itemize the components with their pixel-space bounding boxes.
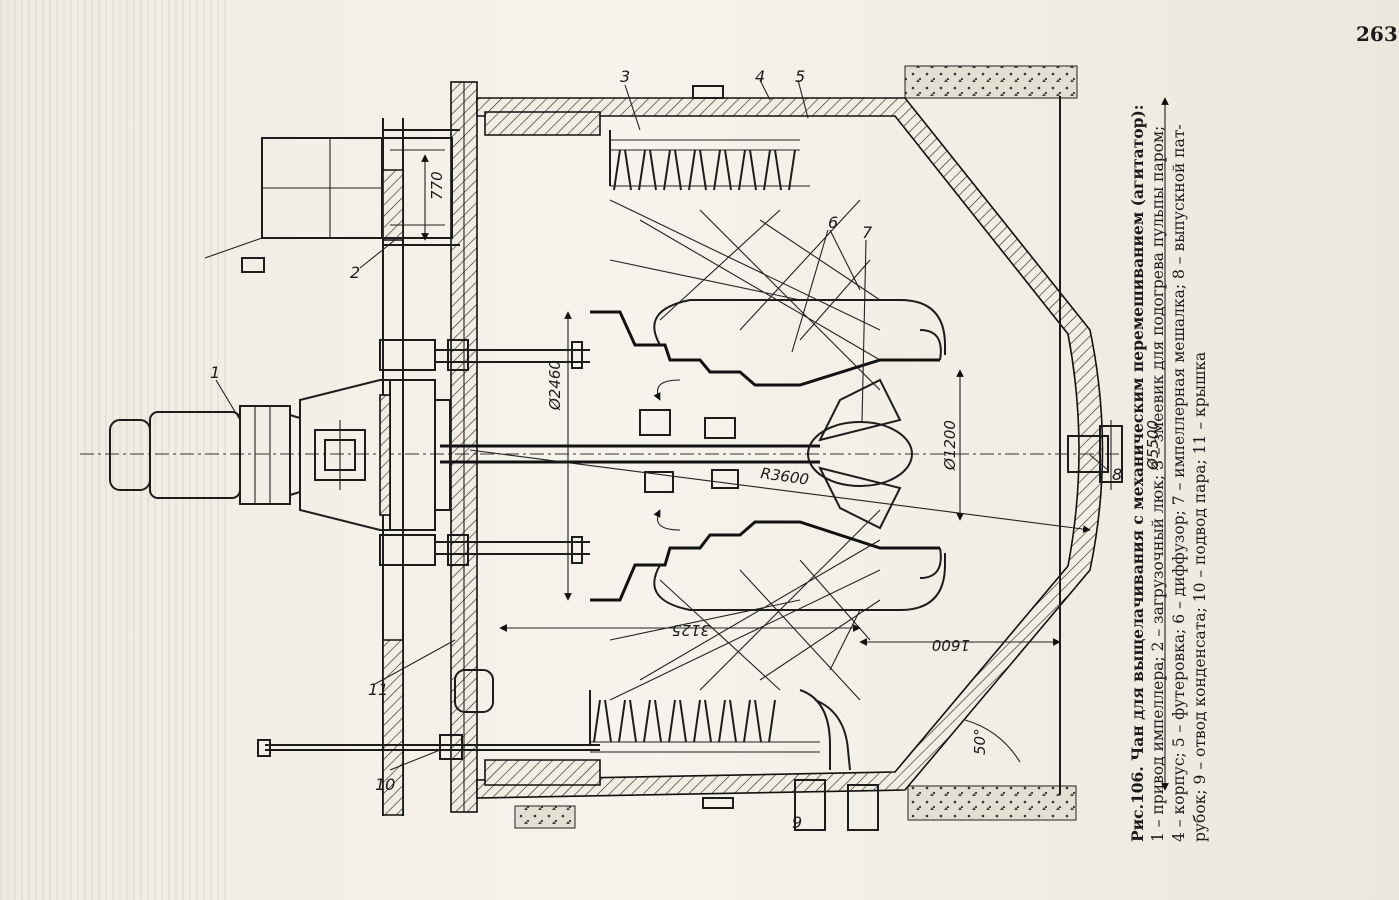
floor-slab-upper: [382, 169, 404, 241]
bleed-through-text-area: [0, 0, 230, 900]
impeller-shaft: [80, 444, 1120, 464]
impeller-mixer: [639, 378, 913, 530]
caption-line-1: 1 – привод импеллера; 2 – загрузочный лю…: [1149, 125, 1167, 842]
condensate-drain: [794, 779, 879, 831]
label-1: 1: [210, 363, 220, 382]
tank-shell-lining: [476, 97, 1104, 799]
label-4: 4: [755, 67, 765, 86]
bottom-port: [702, 797, 734, 809]
impeller-drive: [109, 379, 451, 531]
dim-3125: 3125: [672, 621, 710, 639]
page-number: 263: [1356, 22, 1398, 46]
figure-caption: Рис.106. Чан для выщелачивания с механич…: [1127, 62, 1297, 842]
lining-block-bottom: [484, 759, 601, 786]
label-3: 3: [620, 67, 630, 86]
caption-line-3: рубок; 9 – отвод конденсата; 10 – подвод…: [1191, 351, 1209, 842]
part-number-labels: 1 2 3 4 5 6 7 8 9 10 11: [210, 67, 1122, 832]
loading-hatch: [204, 129, 460, 273]
foundation-blocks: [514, 65, 1078, 829]
caption-line-2: 4 – корпус; 5 – футеровка; 6 – диффузор;…: [1170, 124, 1188, 842]
label-5: 5: [795, 67, 805, 86]
support-columns: [379, 339, 590, 566]
heating-pipes: [609, 199, 881, 701]
dim-2460: Ø2460: [546, 360, 564, 411]
label-9: 9: [792, 813, 802, 832]
dimension-lines: [421, 97, 1169, 791]
foundation-left: [514, 805, 576, 829]
foundation-top: [904, 65, 1078, 99]
steam-coil-top: [609, 130, 810, 191]
leader-lines: [215, 79, 1109, 771]
top-port: [692, 85, 724, 99]
dim-1600: 1600: [932, 636, 970, 654]
label-8: 8: [1112, 465, 1122, 484]
steam-coil-bottom: [589, 689, 851, 771]
label-11: 11: [368, 680, 388, 699]
outlet-pipe: [1067, 420, 1123, 490]
dim-5500: Ø5500: [1144, 420, 1162, 471]
dimension-labels: 770 Ø2460 Ø1200 Ø5500 R3600 3125 1600 50…: [428, 171, 1162, 755]
label-10: 10: [375, 775, 395, 794]
dim-1200: Ø1200: [941, 420, 959, 471]
lining-block-top: [484, 111, 601, 136]
diffuser: [590, 299, 946, 611]
cover-nozzle: [454, 669, 494, 713]
dim-angle-50: 50°: [971, 728, 989, 755]
label-6: 6: [828, 213, 838, 232]
steam-inlet: [257, 734, 600, 760]
dim-r3600: R3600: [759, 464, 810, 489]
label-7: 7: [862, 223, 873, 242]
caption-title: Рис.106. Чан для выщелачивания с механич…: [1128, 104, 1147, 842]
foundation-bottom: [907, 785, 1077, 821]
dim-770: 770: [428, 171, 446, 200]
label-2: 2: [350, 263, 360, 282]
floor-slab-lower: [382, 639, 404, 816]
tank-body: [476, 96, 1104, 799]
